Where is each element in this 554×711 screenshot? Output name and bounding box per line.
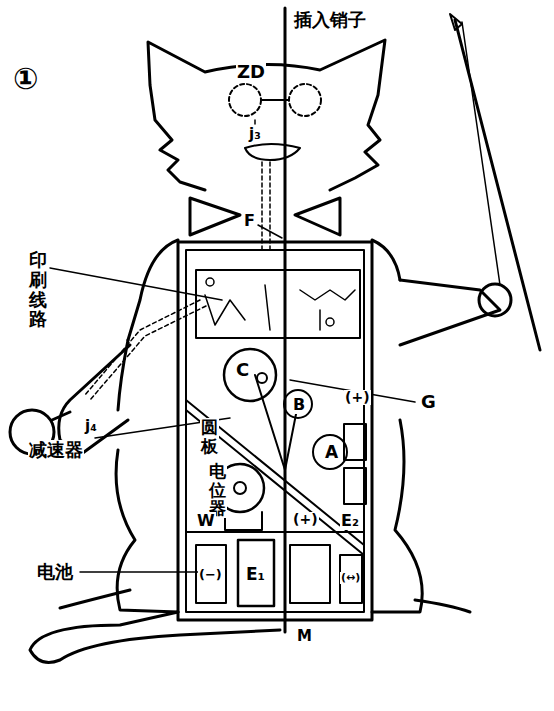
part-name: 插入销子 — [293, 10, 367, 30]
part-code: j₄ — [84, 418, 98, 435]
part-code: ZD — [236, 62, 266, 82]
polarity-mark: (+) — [344, 390, 371, 405]
part-code: E₁ — [245, 565, 266, 584]
figure-number: ① — [12, 62, 39, 95]
polarity-mark: (↔) — [340, 572, 361, 584]
part-code: M — [296, 628, 313, 645]
polarity-mark: (+) — [292, 512, 319, 527]
part-name: 圆板 — [200, 418, 219, 455]
part-name: 电位器 — [208, 462, 227, 518]
part-code: C — [235, 360, 250, 380]
part-code: E₂ — [340, 512, 360, 530]
part-code: j₃ — [248, 126, 262, 143]
part-code: W — [196, 512, 216, 530]
part-code: B — [292, 396, 306, 414]
part-name: 印刷线路 — [28, 250, 48, 329]
part-code: G — [420, 392, 437, 412]
part-code: A — [324, 443, 339, 462]
part-name: 减速器 — [28, 440, 84, 460]
polarity-mark: (−) — [198, 568, 223, 582]
part-code: F — [243, 212, 256, 230]
part-name: 电池 — [36, 562, 74, 582]
